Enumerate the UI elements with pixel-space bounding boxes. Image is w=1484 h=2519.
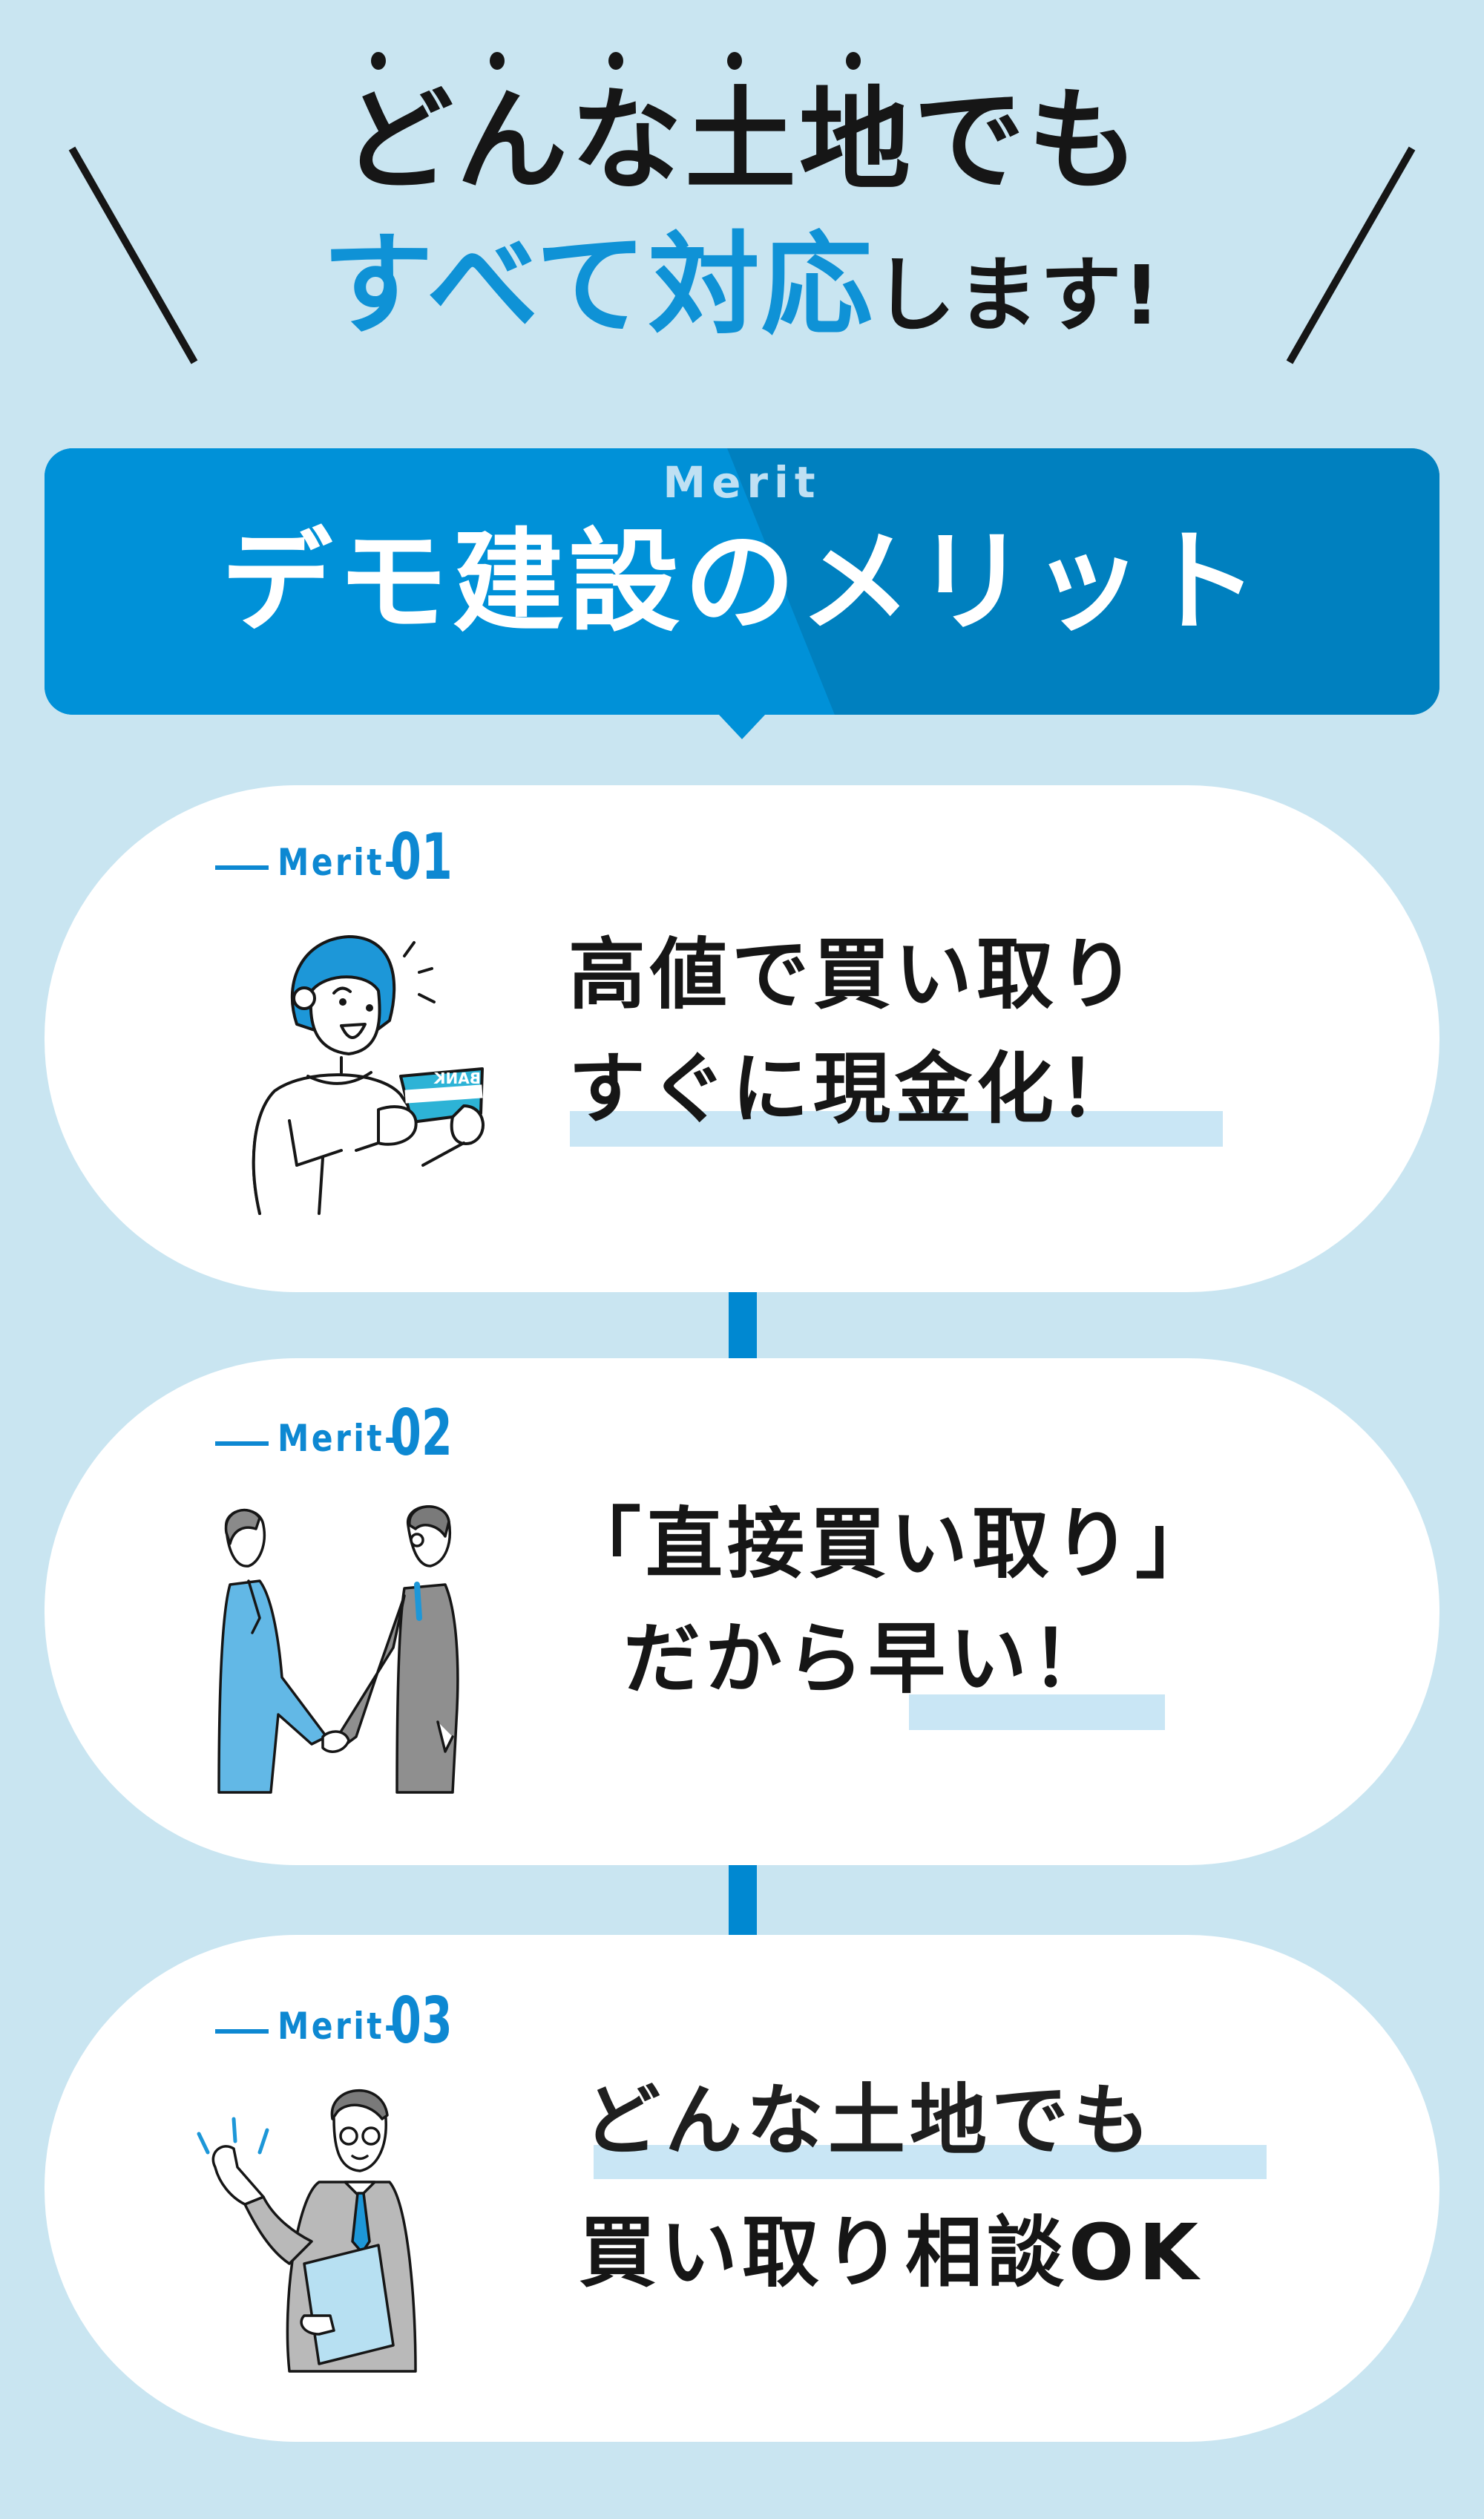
merit-1-line2: すぐに現金化！ (568, 1044, 1140, 1134)
woman-holding-bankbook-icon: BANK (252, 935, 485, 1215)
merit-1-line1: 高値で買い取り (568, 929, 1140, 1020)
banner-title: デモ建設のメリット (220, 518, 1263, 647)
banner-diagonal-split (45, 448, 1439, 715)
businessmen-handshake-icon (217, 1505, 459, 1794)
businessman-presenting-icon (197, 2089, 417, 2373)
text-highlight (594, 2145, 1267, 2179)
emphasis-dot-icon (608, 52, 623, 70)
merit-number: 02 (390, 1396, 453, 1470)
headline-suffix-text: します! (873, 248, 1162, 343)
left-slash-icon (68, 146, 198, 364)
emphasis-dot-icon (371, 52, 386, 70)
merit-label-prefix: Merit- (278, 1417, 401, 1460)
timeline-connector (729, 1291, 757, 1360)
emphasis-dot-icon (846, 52, 861, 70)
merit-2-line2-plain: だから (623, 1614, 869, 1704)
text-highlight (570, 1111, 1223, 1147)
label-dash-icon (215, 2029, 269, 2034)
emphasis-dot-icon (490, 52, 505, 70)
emphasis-dot-icon (727, 52, 742, 70)
emphasis-dots (371, 52, 876, 70)
merit-label-prefix: Merit- (278, 841, 401, 884)
merit-2-line2-highlight: 早い！ (868, 1614, 1114, 1704)
merit-3-line1: どんな土地でも (583, 2075, 1155, 2166)
merit-number: 03 (390, 1984, 453, 2058)
svg-text:BANK: BANK (433, 1069, 481, 1087)
label-dash-icon (215, 1441, 269, 1446)
headline-line1: どんな土地でも (341, 76, 1142, 206)
label-dash-icon (215, 865, 269, 870)
headline-slash-decorations (68, 146, 1416, 364)
merit-2-line1: 「直接買い取り」 (564, 1498, 1218, 1589)
banner-pointer-icon (718, 714, 766, 739)
merit-number: 01 (390, 820, 453, 894)
right-slash-icon (1286, 146, 1416, 364)
headline-accent-text: すべて対応 (322, 221, 874, 350)
merit-3-line2: 買い取り相談OK (579, 2207, 1204, 2298)
merit-card-2 (45, 1358, 1439, 1865)
banner-subtitle: Merit (663, 457, 821, 508)
merit-card-3 (45, 1935, 1439, 2442)
headline-line2: すべて対応します! (0, 223, 1484, 383)
merit-banner (45, 448, 1439, 715)
timeline-connector (729, 1864, 757, 1936)
merit-2-line2: だから早い！ (623, 1603, 1113, 1714)
text-highlight (909, 1694, 1165, 1730)
merit-label-prefix: Merit- (278, 2005, 401, 2048)
